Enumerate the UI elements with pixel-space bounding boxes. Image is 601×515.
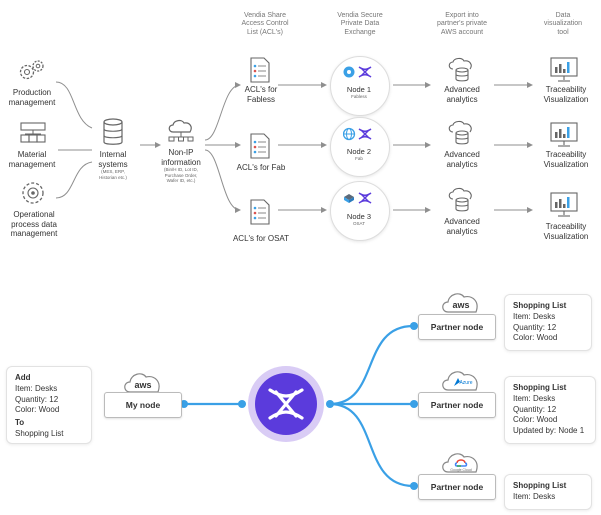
dot-hub-right <box>326 400 334 408</box>
operational-label: Operational process data management <box>10 210 58 239</box>
node-circle-3 <box>330 181 390 241</box>
viz-monitor-icon-2 <box>550 122 578 153</box>
network-lines <box>183 324 414 488</box>
header-share: Vendia Share Access Control List (ACL's) <box>241 12 289 36</box>
acl-label-3: ACL's for OSAT <box>232 234 290 243</box>
header-exchange: Vendia Secure Private Data Exchange <box>337 12 383 36</box>
partner-node-3[interactable]: Partner node <box>418 474 496 500</box>
analytics-label-2: Advanced analytics <box>444 150 480 169</box>
dot-partner-1 <box>410 322 418 330</box>
acl-doc-icon-2 <box>250 133 270 164</box>
partner-node-2[interactable]: Partner node <box>418 392 496 418</box>
vendia-logo-icon <box>268 388 304 420</box>
connector-operational <box>55 161 93 199</box>
partner-3-cloud-icon <box>440 450 482 479</box>
partner-node-1[interactable]: Partner node <box>418 314 496 340</box>
header-viz: Data visualization tool <box>543 12 583 36</box>
internal-systems-label: Internal systems (MES, ERP, Historian et… <box>98 150 128 180</box>
card-1-line-1: Item: Desks <box>513 311 556 321</box>
line-hub-partner-3 <box>329 402 414 488</box>
connector-production <box>55 81 93 129</box>
nonip-fanout <box>204 82 241 213</box>
card-add-title: Add <box>15 373 31 382</box>
row-arrows <box>278 82 533 213</box>
card-1-line-2: Quantity: 12 <box>513 322 557 332</box>
shopping-list-card-2: Shopping List Item: Desks Quantity: 12 C… <box>504 376 596 444</box>
cloud-network-icon <box>166 118 196 149</box>
analytics-label-1: Advanced analytics <box>444 85 480 104</box>
dot-mynode <box>180 400 188 408</box>
material-label: Material management <box>8 150 56 169</box>
viz-label-1: Traceability Visualization <box>543 85 589 104</box>
card-1-title: Shopping List <box>513 301 567 310</box>
dot-partner-3 <box>410 482 418 490</box>
my-node-cloud-icon <box>122 370 164 399</box>
fan-fabless <box>204 82 241 141</box>
add-item-card: Add Item: Desks Quantity: 12 Color: Wood… <box>6 366 92 444</box>
node-label-2: Node 2 Fab <box>346 147 372 161</box>
dot-partner-2 <box>410 400 418 408</box>
line-hub-partner-1 <box>329 324 414 406</box>
acl-label-1: ACL's for Fabless <box>244 85 278 104</box>
node-label-3: Node 3 OSAT <box>346 212 372 226</box>
fan-osat <box>204 149 241 213</box>
card-2-line-3: Color: Wood <box>513 415 558 425</box>
network-dots <box>180 322 418 490</box>
card-list: Shopping List <box>15 428 64 438</box>
partner-1-cloud-icon <box>440 290 482 319</box>
operational-icon <box>20 180 46 211</box>
production-icon <box>18 58 46 89</box>
shopping-list-card-3: Shopping List Item: Desks <box>504 474 592 510</box>
card-to-title: To <box>15 418 25 428</box>
node-logos-1 <box>343 65 375 84</box>
card-3-title: Shopping List <box>513 481 567 490</box>
my-node[interactable]: My node <box>104 392 182 418</box>
analytics-icon-3 <box>447 187 475 218</box>
viz-label-3: Traceability Visualization <box>543 222 589 241</box>
viz-monitor-icon-1 <box>550 57 578 88</box>
dot-hub-left <box>238 400 246 408</box>
shopping-list-card-1: Shopping List Item: Desks Quantity: 12 C… <box>504 294 592 352</box>
node-logos-2 <box>342 127 375 146</box>
source-connectors <box>55 81 93 199</box>
header-export: Export into partner's private AWS accoun… <box>437 12 487 36</box>
acl-doc-icon-1 <box>250 57 270 88</box>
analytics-label-3: Advanced analytics <box>444 217 480 236</box>
partner-3-cloud-label: Google Cloud <box>450 468 472 472</box>
database-icon <box>102 118 124 151</box>
card-qty: Quantity: 12 <box>15 394 59 404</box>
my-node-cloud-label: aws <box>134 380 152 390</box>
card-color: Color: Wood <box>15 405 60 415</box>
viz-monitor-icon-3 <box>550 192 578 223</box>
production-label: Production management <box>8 88 56 107</box>
viz-label-2: Traceability Visualization <box>543 150 589 169</box>
node-logos-3 <box>343 191 375 210</box>
card-item: Item: Desks <box>15 383 58 393</box>
material-icon <box>20 122 46 149</box>
card-2-line-2: Quantity: 12 <box>513 404 557 414</box>
acl-doc-icon-3 <box>250 199 270 230</box>
card-1-line-3: Color: Wood <box>513 333 558 343</box>
card-2-line-1: Item: Desks <box>513 393 556 403</box>
partner-2-cloud-label: Azure <box>459 380 473 386</box>
card-3-line-1: Item: Desks <box>513 491 556 501</box>
nonip-label: Non-IP information (Bin/H ID, Lot ID, Pu… <box>161 148 201 183</box>
node-circle-1 <box>330 56 390 116</box>
partner-2-cloud-icon <box>440 368 482 397</box>
analytics-icon-1 <box>447 57 475 88</box>
node-circle-2 <box>330 117 390 177</box>
node-label-1: Node 1 Fabless <box>346 85 372 99</box>
card-2-title: Shopping List <box>513 383 567 392</box>
card-2-line-4: Updated by: Node 1 <box>513 426 585 436</box>
analytics-icon-2 <box>447 120 475 151</box>
acl-label-2: ACL's for Fab <box>236 163 286 172</box>
partner-1-cloud-label: aws <box>452 300 470 310</box>
vendia-hub <box>248 366 324 442</box>
